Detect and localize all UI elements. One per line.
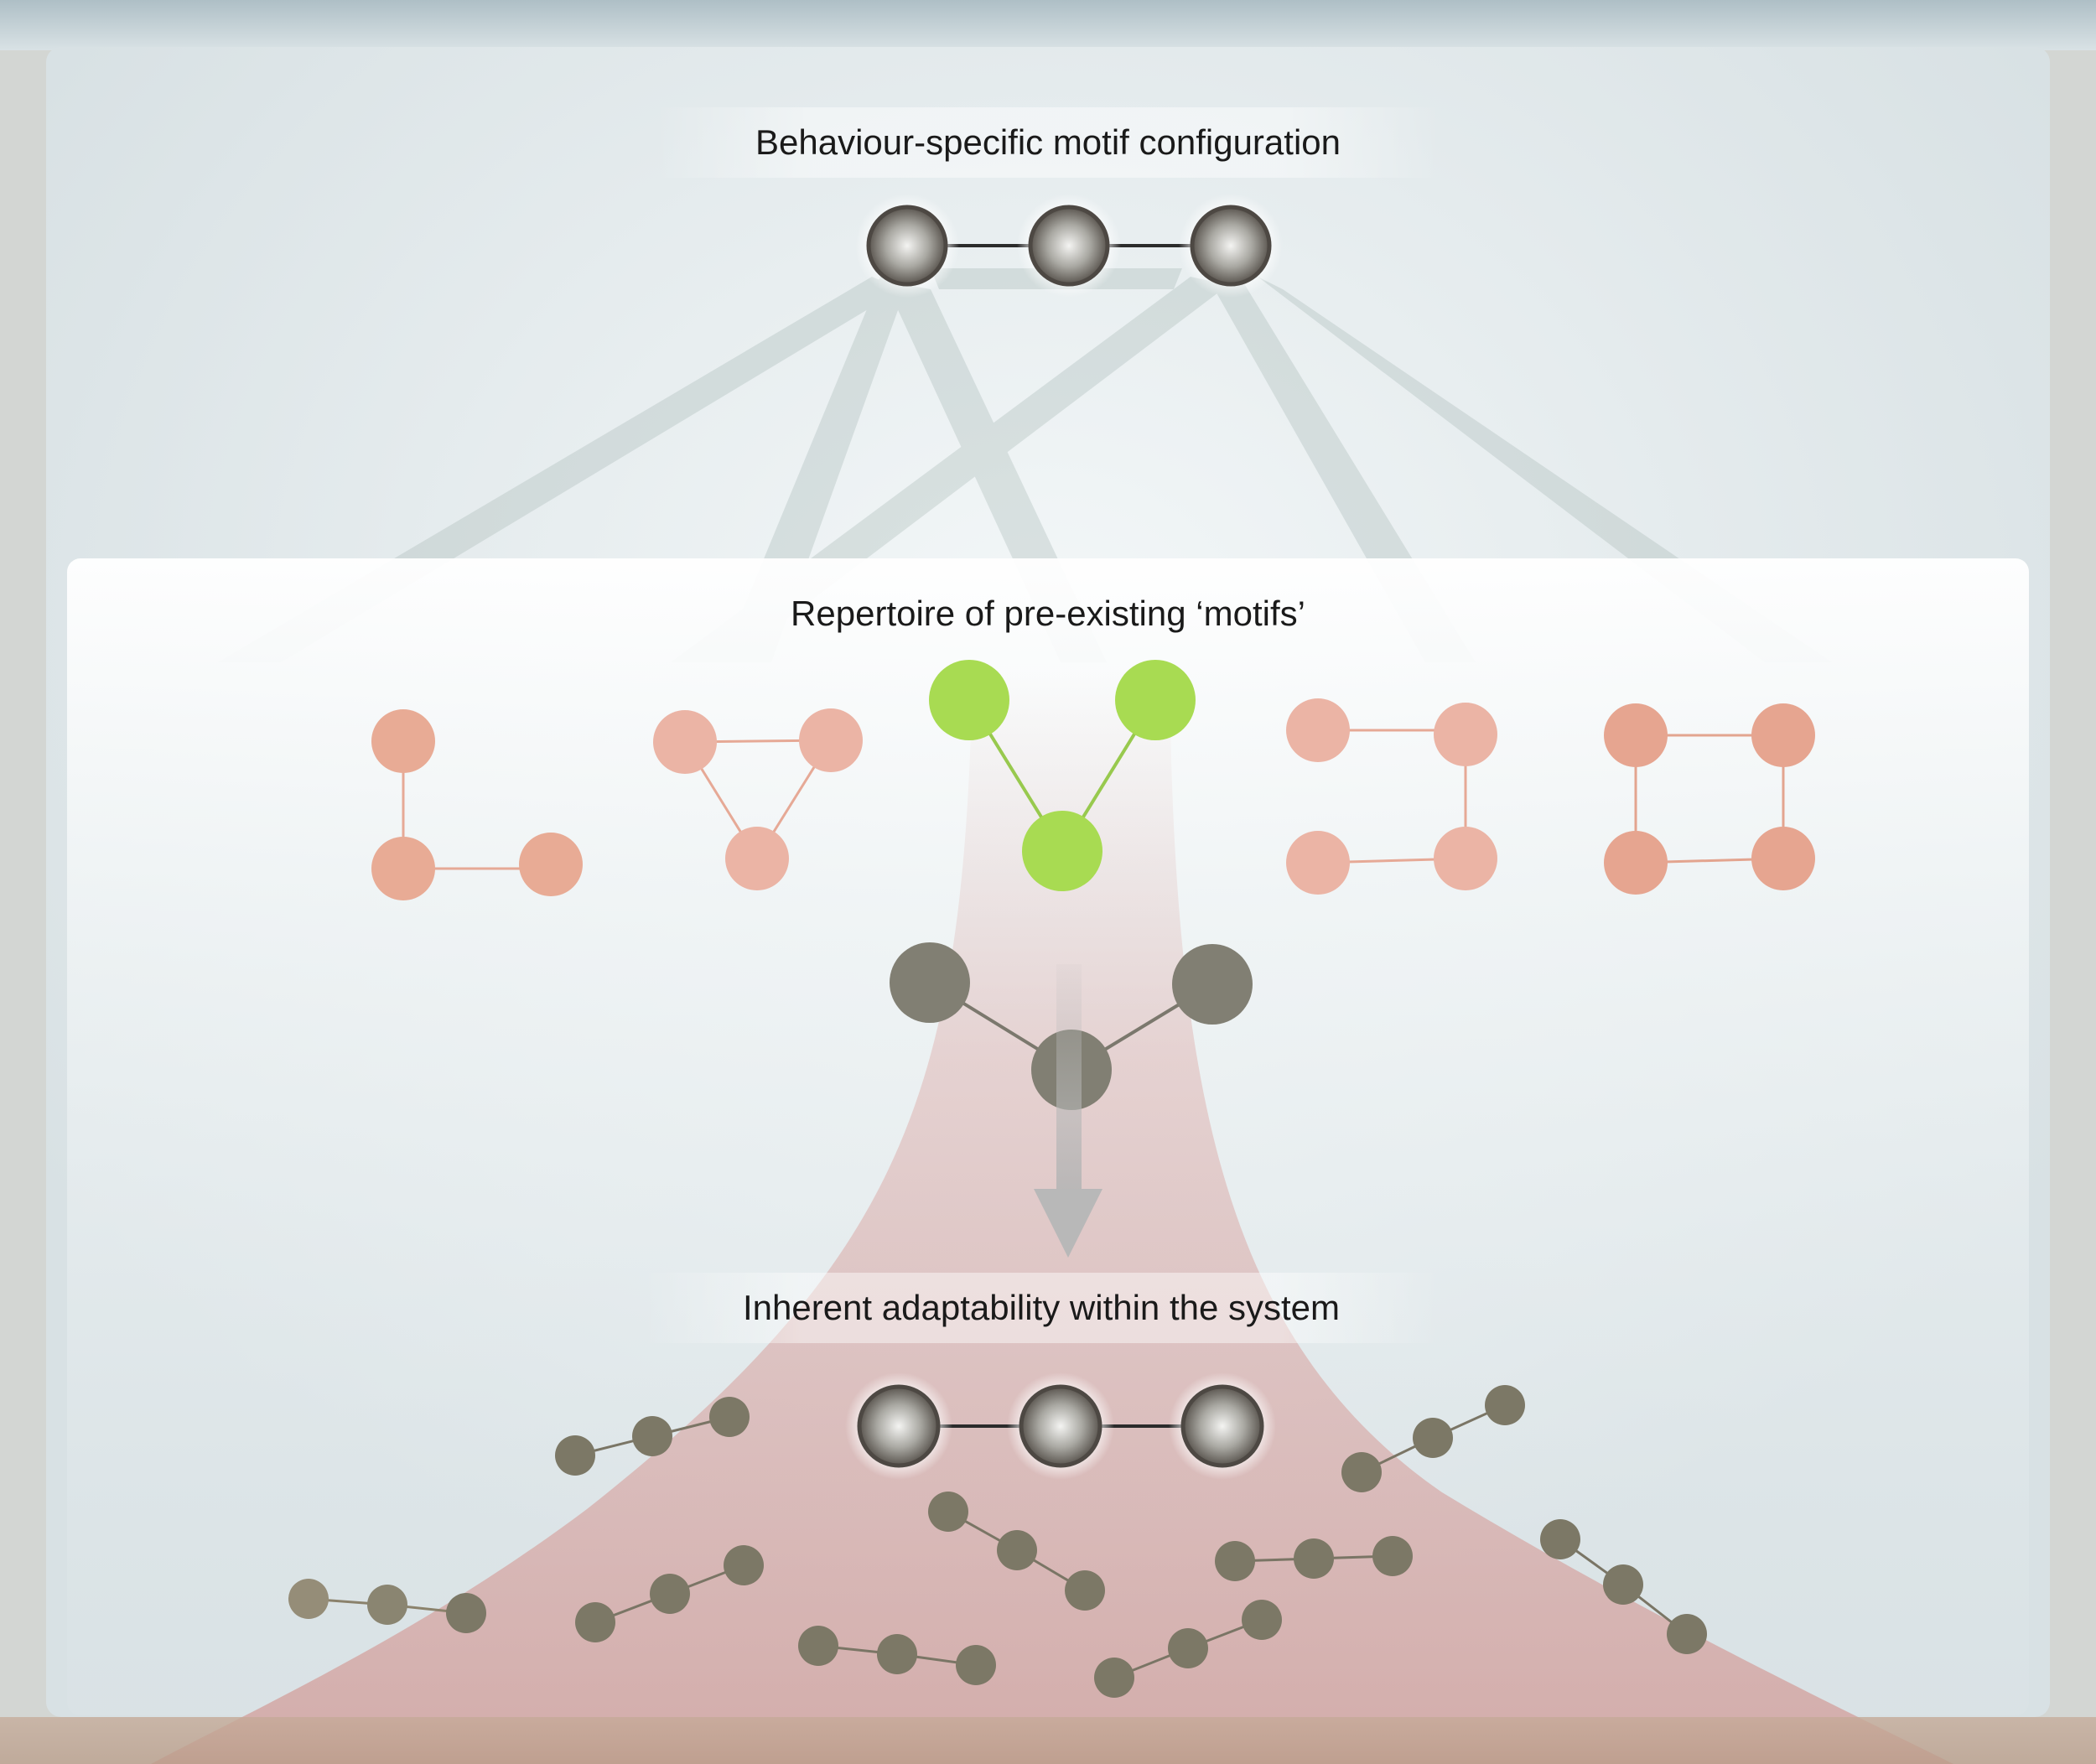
motif-bracket — [1286, 698, 1497, 895]
chain — [798, 1626, 996, 1685]
motif-node — [1019, 1384, 1102, 1468]
adaptive-motif-highlight — [845, 1372, 1276, 1480]
chain — [928, 1492, 1105, 1611]
chain — [555, 1397, 750, 1476]
motif-l-shape — [371, 709, 583, 900]
bottom-band — [0, 1717, 2096, 1764]
chain — [1094, 1600, 1282, 1698]
motif-square — [1604, 703, 1815, 895]
motif-node — [1190, 205, 1272, 287]
motif-node — [1028, 205, 1110, 287]
label-inherent-adaptability: Inherent adaptability within the system — [641, 1273, 1441, 1343]
label-behaviour-specific-motif: Behaviour-specific motif configuration — [654, 107, 1442, 178]
scattered-chains — [288, 1385, 1707, 1698]
motif-node — [866, 205, 948, 287]
motif-node — [1180, 1384, 1264, 1468]
chain — [1341, 1385, 1525, 1492]
chain — [1215, 1536, 1413, 1581]
top-bar — [0, 0, 2096, 50]
chain — [1540, 1519, 1707, 1654]
motif-node — [857, 1384, 941, 1468]
chain — [575, 1545, 764, 1642]
motif-v-shape-selected — [929, 660, 1196, 891]
motif-triangle — [653, 708, 863, 890]
chain — [288, 1579, 486, 1633]
down-arrow — [1034, 964, 1102, 1258]
behaviour-specific-motif — [855, 194, 1283, 298]
label-repertoire: Repertoire of pre-existing ‘motifs’ — [791, 594, 1305, 633]
